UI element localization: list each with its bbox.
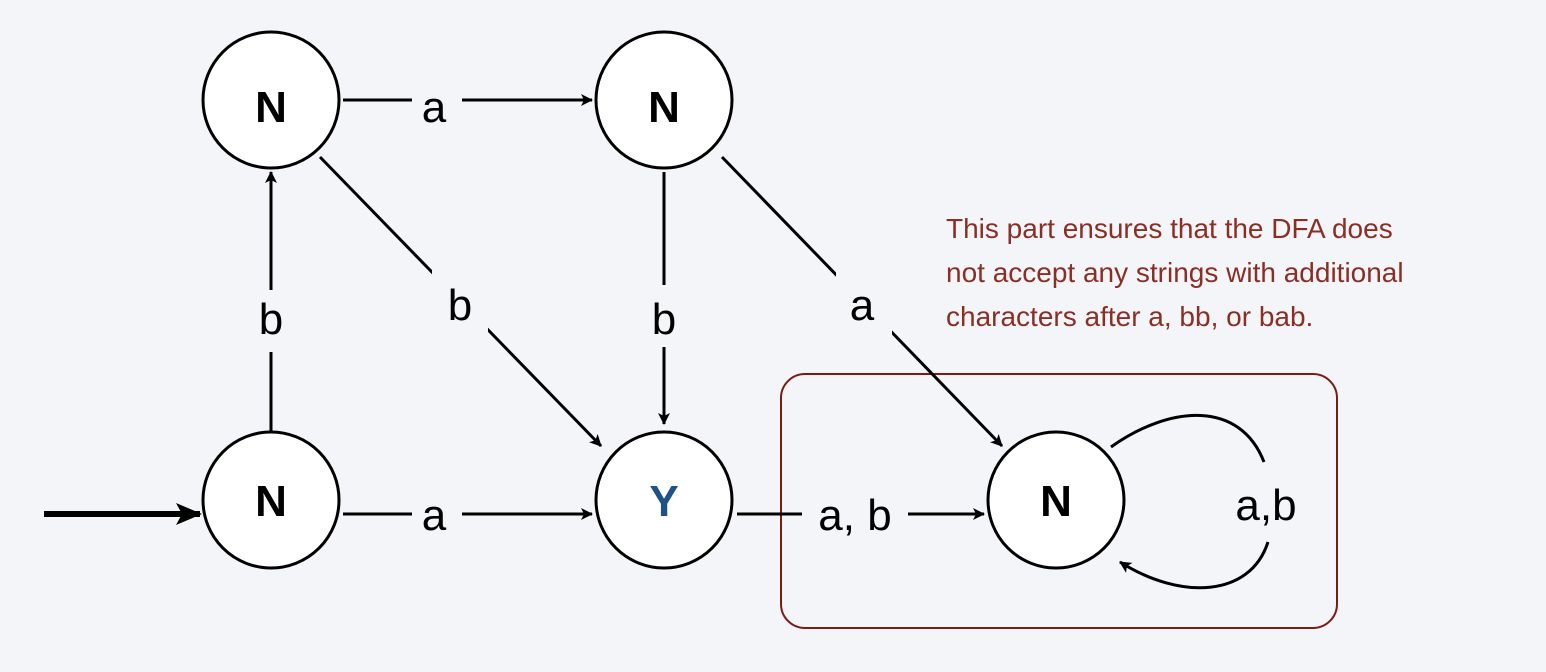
edge-label-top-mid-to-accept: b (652, 295, 676, 344)
state-label-bottom-left: N (255, 477, 287, 526)
edge-trap-self-loop: a,b (1110, 413, 1297, 590)
edge-label-trap-self-loop: a,b (1235, 481, 1296, 530)
note-line-3: characters after a, bb, or bab. (946, 301, 1313, 332)
edge-label-top-mid-to-trap: a (850, 281, 875, 330)
edge-top-left-to-top-mid: a (343, 78, 593, 132)
state-trap: N (986, 430, 1126, 570)
edge-label-top-left-to-top-mid: a (422, 83, 447, 132)
edge-label-top-left-to-accept: b (448, 281, 472, 330)
state-accept: Y (594, 430, 734, 570)
state-label-top-mid: N (648, 83, 680, 132)
state-label-trap: N (1040, 477, 1072, 526)
state-bottom-left: N (201, 430, 341, 570)
edge-label-accept-to-trap: a, b (818, 491, 891, 540)
edge-top-mid-to-accept: b (642, 172, 686, 425)
state-label-accept: Y (649, 477, 678, 526)
trap-region-note: This part ensures that the DFA does not … (946, 213, 1411, 332)
edge-accept-to-trap: a, b (737, 488, 985, 544)
state-top-left: N (201, 30, 341, 170)
edge-top-mid-to-trap: a (720, 155, 1004, 448)
edge-top-left-to-accept: b (318, 155, 603, 448)
edge-bottom-left-to-accept: a (343, 490, 593, 540)
edge-bottom-left-to-top-left: b (250, 171, 294, 432)
edge-label-bottom-left-to-accept: a (422, 491, 447, 540)
state-top-mid: N (594, 30, 734, 170)
trap-region-box (780, 373, 1338, 629)
state-label-top-left: N (255, 83, 287, 132)
note-line-2: not accept any strings with additional (946, 257, 1404, 288)
edge-label-bottom-left-to-top-left: b (259, 295, 283, 344)
note-line-1: This part ensures that the DFA does (946, 213, 1393, 244)
